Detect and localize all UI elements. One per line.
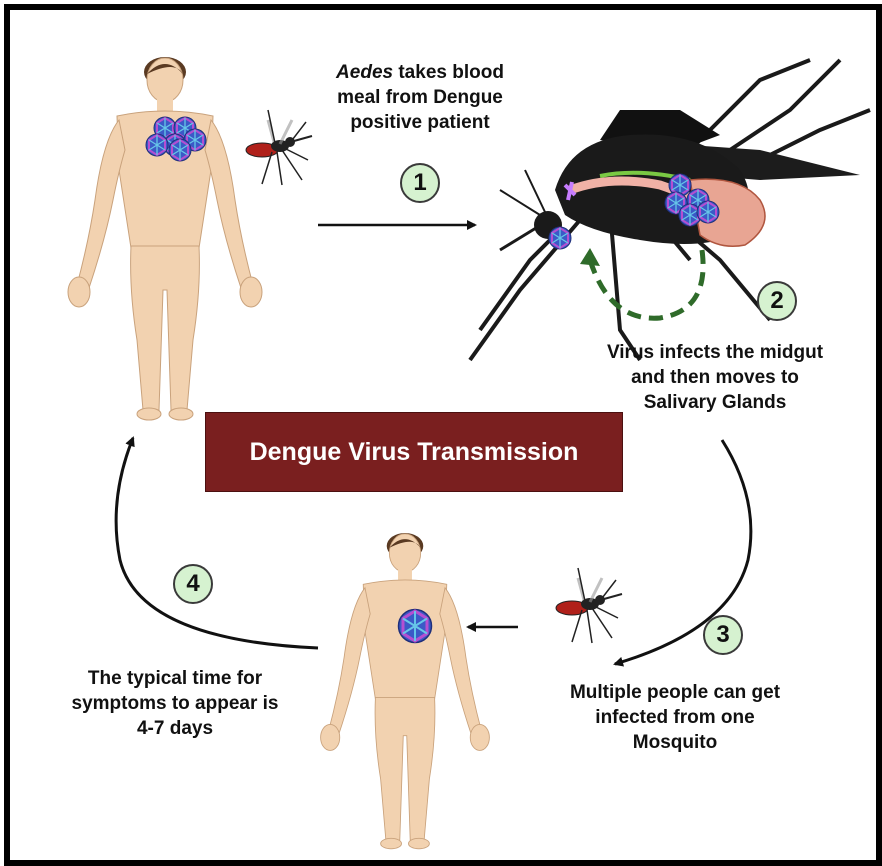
step-3-text: Multiple people can get infected from on… <box>530 680 820 755</box>
step-1-line2: meal from Dengue <box>300 85 540 110</box>
step-1-italic-term: Aedes <box>336 62 393 83</box>
virus-particle-icon-salivary <box>549 227 571 249</box>
mosquito-icon-carrier <box>556 568 622 643</box>
virus-particle-icon-chest-bottom <box>399 610 432 643</box>
step-2-line2: and then moves to <box>570 365 860 390</box>
step-3-line2: infected from one <box>530 705 820 730</box>
step-1-line3: positive patient <box>300 110 540 135</box>
step-number-3: 3 <box>703 615 743 655</box>
diagram-title-banner: Dengue Virus Transmission <box>205 412 623 492</box>
step-3-line3: Mosquito <box>530 730 820 755</box>
step-4-line2: symptoms to appear is <box>40 691 310 716</box>
step-1-text: Aedes takes blood meal from Dengue posit… <box>300 60 540 135</box>
step-2-line1: Virus infects the midgut <box>570 340 860 365</box>
infected-human-figure-bottom <box>321 533 490 849</box>
step-number-1: 1 <box>400 163 440 203</box>
step-4-line3: 4-7 days <box>40 716 310 741</box>
step-4-text: The typical time for symptoms to appear … <box>40 666 310 741</box>
infected-human-figure-top <box>68 57 262 420</box>
step-3-line1: Multiple people can get <box>530 680 820 705</box>
step-4-line1: The typical time for <box>40 666 310 691</box>
step-1-line1: takes blood <box>393 62 504 83</box>
step-2-text: Virus infects the midgut and then moves … <box>570 340 860 415</box>
step-number-4: 4 <box>173 564 213 604</box>
step-number-2: 2 <box>757 281 797 321</box>
dashed-arrow-step-2 <box>590 250 703 318</box>
